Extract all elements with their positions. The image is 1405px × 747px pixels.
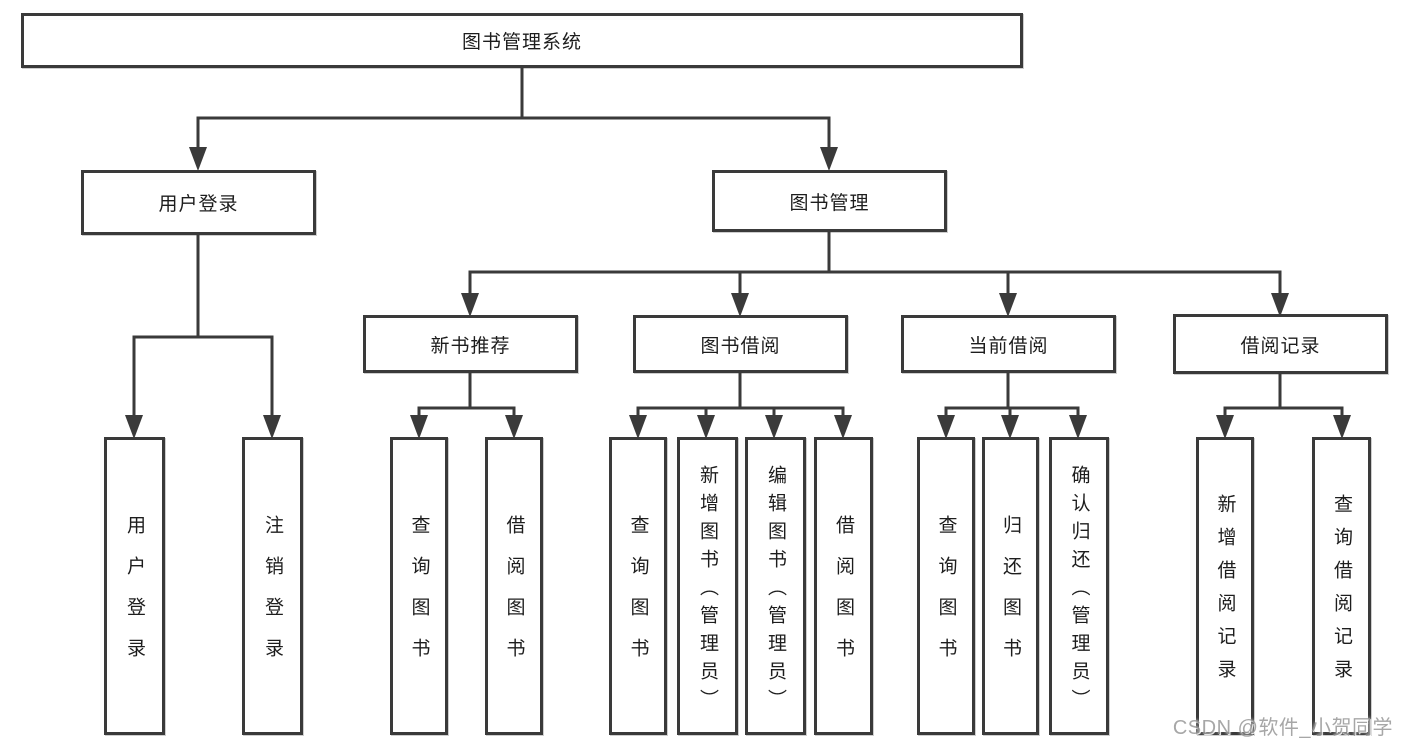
leaf-borrow-books-recommend: 借阅图书 <box>485 437 543 735</box>
node-borrow-records: 借阅记录 <box>1173 314 1388 374</box>
leaf-query-books-current: 查询图书 <box>917 437 975 735</box>
leaf-return-books: 归还图书 <box>982 437 1039 735</box>
leaf-add-borrow-record-label: 新增借阅记录 <box>1214 494 1236 692</box>
leaf-query-borrow-record: 查询借阅记录 <box>1312 437 1371 735</box>
watermark: CSDN @软件_小贺同学 <box>1172 717 1393 739</box>
leaf-query-books-borrow-label: 查询图书 <box>627 515 649 679</box>
node-borrow-records-label: 借阅记录 <box>1240 335 1321 357</box>
leaf-user-login-label: 用户登录 <box>124 515 145 679</box>
leaf-return-books-label: 归还图书 <box>1000 515 1021 679</box>
node-current-borrow-label: 当前借阅 <box>968 335 1049 357</box>
leaf-query-borrow-record-label: 查询借阅记录 <box>1331 494 1352 692</box>
leaf-add-books-admin: 新增图书（管理员） <box>677 437 738 735</box>
leaf-query-books-borrow: 查询图书 <box>609 437 667 735</box>
arrowheads <box>125 147 1351 439</box>
node-user-login-label: 用户登录 <box>158 194 239 215</box>
leaf-edit-books-admin-label: 编辑图书（管理员） <box>765 464 786 717</box>
leaf-query-books-current-label: 查询图书 <box>935 515 957 679</box>
leaf-add-books-admin-label: 新增图书（管理员） <box>697 464 718 717</box>
leaf-logout-label: 注销登录 <box>262 515 283 679</box>
leaf-borrow-books: 借阅图书 <box>814 437 873 735</box>
node-user-login: 用户登录 <box>81 170 316 235</box>
leaf-query-books-recommend: 查询图书 <box>390 437 448 735</box>
leaf-borrow-books-recommend-label: 借阅图书 <box>503 515 525 679</box>
leaf-logout: 注销登录 <box>242 437 303 735</box>
leaf-edit-books-admin: 编辑图书（管理员） <box>745 437 806 735</box>
leaf-borrow-books-label: 借阅图书 <box>833 515 854 679</box>
node-new-book-recommend: 新书推荐 <box>363 315 578 373</box>
leaf-query-books-recommend-label: 查询图书 <box>408 515 430 679</box>
node-new-book-recommend-label: 新书推荐 <box>430 335 511 357</box>
node-book-borrow: 图书借阅 <box>633 315 848 373</box>
leaf-user-login: 用户登录 <box>104 437 165 735</box>
node-book-borrow-label: 图书借阅 <box>700 335 781 357</box>
node-root: 图书管理系统 <box>21 13 1023 68</box>
node-root-label: 图书管理系统 <box>461 32 582 53</box>
leaf-add-borrow-record: 新增借阅记录 <box>1196 437 1254 735</box>
node-current-borrow: 当前借阅 <box>901 315 1116 373</box>
node-book-management-label: 图书管理 <box>789 192 870 214</box>
leaf-confirm-return-admin-label: 确认归还（管理员） <box>1068 464 1090 717</box>
leaf-confirm-return-admin: 确认归还（管理员） <box>1049 437 1109 735</box>
node-book-management: 图书管理 <box>712 170 947 232</box>
